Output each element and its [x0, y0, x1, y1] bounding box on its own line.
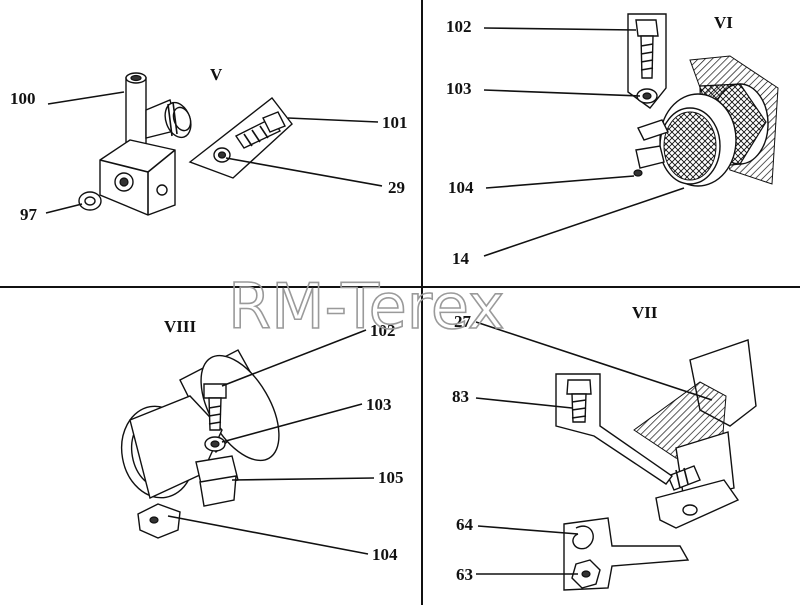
leader-83 — [475, 397, 573, 409]
panel-vii: VII 27 83 64 — [452, 303, 757, 591]
panel-vi-title: VI — [714, 13, 733, 32]
callout-97: 97 — [20, 205, 38, 224]
callout-63: 63 — [456, 565, 473, 584]
callout-101: 101 — [382, 113, 408, 132]
leader-100 — [47, 91, 125, 105]
bolt-detail-frame-83 — [555, 373, 673, 485]
pipe-clamp-assembly — [633, 83, 769, 187]
leader-105 — [231, 477, 375, 481]
leader-97 — [45, 203, 83, 214]
panel-vi: VI 102 103 104 14 — [446, 13, 779, 268]
bolt-detail-frame — [627, 13, 667, 109]
leader-104-viii — [167, 515, 369, 555]
watermark-text: RM-Terex — [228, 270, 505, 343]
leader-29 — [225, 157, 383, 187]
leader-103-viii — [221, 403, 363, 443]
callout-104-vi: 104 — [448, 178, 474, 197]
mounting-bracket — [633, 339, 757, 529]
panel-viii-title: VIII — [164, 317, 197, 336]
bolt-detail-plate — [188, 97, 293, 179]
callout-83: 83 — [452, 387, 469, 406]
leader-27 — [475, 321, 713, 401]
panel-vii-title: VII — [632, 303, 658, 322]
callout-102-vi: 102 — [446, 17, 472, 36]
callout-105: 105 — [378, 468, 404, 487]
leader-64 — [477, 525, 579, 535]
nut-detail-frame — [563, 517, 690, 591]
washer-97 — [78, 191, 102, 211]
callout-104-viii: 104 — [372, 545, 398, 564]
leader-102-viii — [221, 329, 367, 387]
pipe-clamp-viii — [120, 349, 280, 539]
callout-14: 14 — [452, 249, 470, 268]
callout-100: 100 — [10, 89, 36, 108]
panel-v: V — [10, 65, 408, 224]
callout-29: 29 — [388, 178, 405, 197]
leader-104-vi — [485, 175, 635, 189]
callout-103-vi: 103 — [446, 79, 472, 98]
leader-102-vi — [483, 27, 637, 31]
panel-viii: VIII 102 103 10 — [120, 317, 404, 564]
leader-103-vi — [483, 89, 641, 97]
leader-101 — [287, 117, 379, 123]
callout-27: 27 — [454, 312, 472, 331]
leader-14 — [483, 187, 685, 257]
callout-102-viii: 102 — [370, 321, 396, 340]
tube-block-assembly — [99, 72, 192, 216]
callout-103-viii: 103 — [366, 395, 392, 414]
panel-v-title: V — [210, 65, 223, 84]
callout-64: 64 — [456, 515, 474, 534]
